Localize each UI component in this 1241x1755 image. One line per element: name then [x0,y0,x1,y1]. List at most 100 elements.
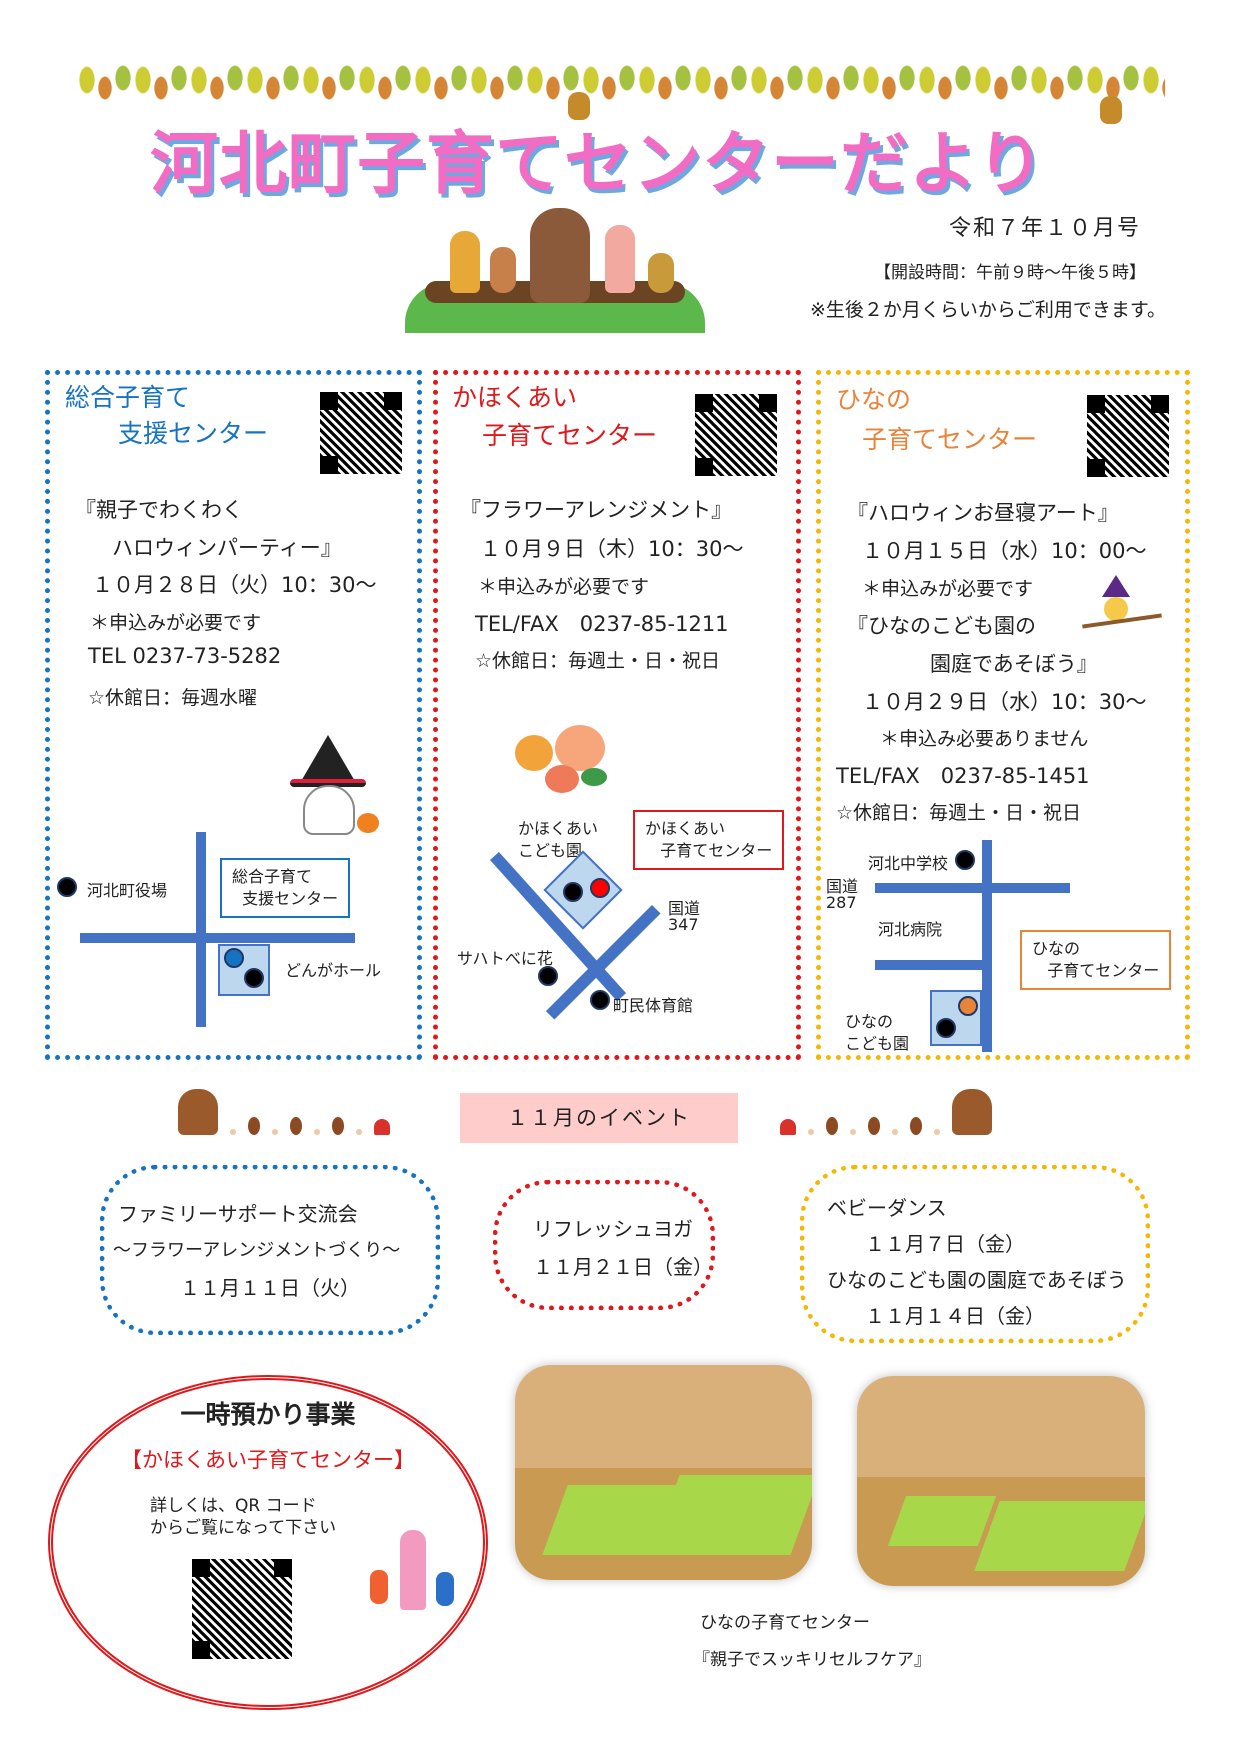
closed-days: ☆休館日：毎週土・日・祝日 [836,802,1082,824]
center-title: 総合子育て [65,383,191,412]
event-title: 『フラワーアレンジメント』 [460,498,733,522]
center-title: 支援センター [118,419,269,448]
acorn-icon [910,1117,922,1135]
event-date: １０月２８日（火）10：30～ [92,573,377,597]
center-box-sougou [45,370,422,1060]
squirrel-icon [178,1089,218,1135]
photo-caption: 『親子でスッキリセルフケア』 [693,1650,931,1670]
newsletter-title: 河北町子育てセンターだより [150,125,1046,204]
photo-yoga-class [515,1365,812,1580]
owl-ornament-icon [1100,96,1122,124]
issue-date: 令和７年１０月号 [948,216,1141,241]
map-landmark: かほくあい [518,819,599,838]
temporary-care-subtitle: 【かほくあい子育てセンター】 [121,1448,415,1472]
phone-number: TEL/FAX 0237-85-1211 [475,612,729,636]
qr-code-icon[interactable] [693,392,779,478]
acorn-icon [868,1117,880,1135]
desc-line: 詳しくは、QR コード [150,1496,317,1516]
forest-animals-illustration [405,198,705,333]
event-title: 『親子でわくわく [75,498,243,522]
phone-number: TEL 0237-73-5282 [88,644,282,668]
event-family-support: ファミリーサポート交流会 ～フラワーアレンジメントづくり～ １１月１１日（火） [100,1165,440,1335]
event-title: 『ハロウィンお昼寝アート』 [847,501,1119,525]
event-date: １０月２９日（水）10：30～ [862,690,1147,714]
qr-code-icon[interactable] [1085,393,1171,479]
autumn-leaves-garland [75,60,1165,110]
squirrel-icon [490,247,516,293]
center-box-kahokuai [433,370,801,1060]
acorn-icon [826,1117,838,1135]
map-landmark: 河北町役場 [87,881,168,900]
route-label: 国道 [668,899,701,918]
bear-icon [530,208,590,303]
qr-code-icon[interactable] [190,1557,294,1661]
photo-caption: ひなの子育てセンター [700,1613,870,1633]
route-label: 347 [668,915,699,934]
closed-days: ☆休館日：毎週水曜 [88,687,258,709]
event-name: ベビーダンス [827,1196,947,1220]
temporary-care-desc: 詳しくは、QR コード からご覧になって下さい [150,1495,336,1539]
closed-days: ☆休館日：毎週土・日・祝日 [475,650,721,672]
temporary-care-panel [48,1375,488,1710]
event-refresh-yoga: リフレッシュヨガ １１月２１日（金） [493,1180,715,1310]
map-callout: 総合子育て 支援センター [220,858,351,918]
map-landmark: こども園 [518,841,583,860]
desc-line: からご覧になって下さい [150,1518,337,1538]
qr-code-icon[interactable] [318,390,404,476]
mushroom-icon [374,1119,390,1135]
opening-hours: 【開設時間：午前９時～午後５時】 [874,263,1146,283]
map-callout: ひなの 子育てセンター [1020,930,1172,990]
event-date: １１月１４日（金） [865,1304,1045,1328]
age-note: ※生後２か月くらいからご利用できます。 [809,299,1166,321]
center-title: かほくあい [452,383,578,412]
center-title: 子育てセンター [862,425,1038,454]
phone-number: TEL/FAX 0237-85-1451 [836,764,1090,788]
mother-children-illustration [360,1520,460,1630]
route-label: 287 [826,893,857,912]
little-witch-illustration [1082,575,1162,635]
center-title: 子育てセンター [482,421,658,450]
flower-bouquet-illustration [505,700,625,810]
center-box-hinano [816,370,1190,1060]
route-label: 国道 [826,877,859,896]
event-date: １１月１１日（火） [180,1276,360,1300]
map-landmark: 河北病院 [878,920,943,939]
november-events-heading: １１月のイベント [460,1093,738,1143]
event-title: 『ひなのこども園の [847,614,1036,638]
event-name: リフレッシュヨガ [533,1217,693,1241]
reservation-note: ＊申込みが必要です [478,576,650,598]
owl-ornament-icon [568,92,590,120]
event-title: ハロウィンパーティー』 [112,536,342,560]
owl-icon [648,253,674,293]
map-landmark: ひなの [845,1012,894,1031]
map-landmark: どんがホール [285,961,382,980]
acorn-icon [248,1117,260,1135]
reservation-note: ＊申込み必要ありません [880,728,1089,750]
temporary-care-title: 一時預かり事業 [180,1400,356,1429]
map-landmark: 河北中学校 [868,854,949,873]
event-date: １１月７日（金） [865,1232,1025,1256]
squirrel-acorn-decoration [178,1075,390,1135]
acorn-icon [290,1117,302,1135]
center-title: ひなの [836,385,912,414]
pumpkin-icon [357,813,379,833]
event-title: 園庭であそぼう』 [930,652,1098,676]
map-landmark: こども園 [845,1034,910,1053]
reservation-note: ＊申込みが必要です [90,612,262,634]
event-date: １１月２１日（金） [533,1255,713,1279]
event-date: １０月９日（木）10：30～ [480,537,744,561]
squirrel-acorn-decoration [780,1075,992,1135]
reservation-note: ＊申込みが必要です [862,578,1034,600]
event-name: ひなのこども園の園庭であそぼう [827,1268,1127,1292]
event-date: １０月１５日（水）10：00～ [862,539,1147,563]
halloween-ghost-illustration [285,735,379,835]
event-name: ファミリーサポート交流会 [118,1202,358,1226]
event-baby-dance: ベビーダンス １１月７日（金） ひなのこども園の園庭であそぼう １１月１４日（金… [800,1165,1150,1343]
map-landmark: サハトべに花 [457,949,553,968]
squirrel-icon [952,1089,992,1135]
acorn-icon [332,1117,344,1135]
photo-self-care [857,1376,1145,1586]
map-callout: かほくあい 子育てセンター [633,810,785,870]
fox-icon [450,231,480,293]
map-landmark: 町民体育館 [613,996,694,1015]
